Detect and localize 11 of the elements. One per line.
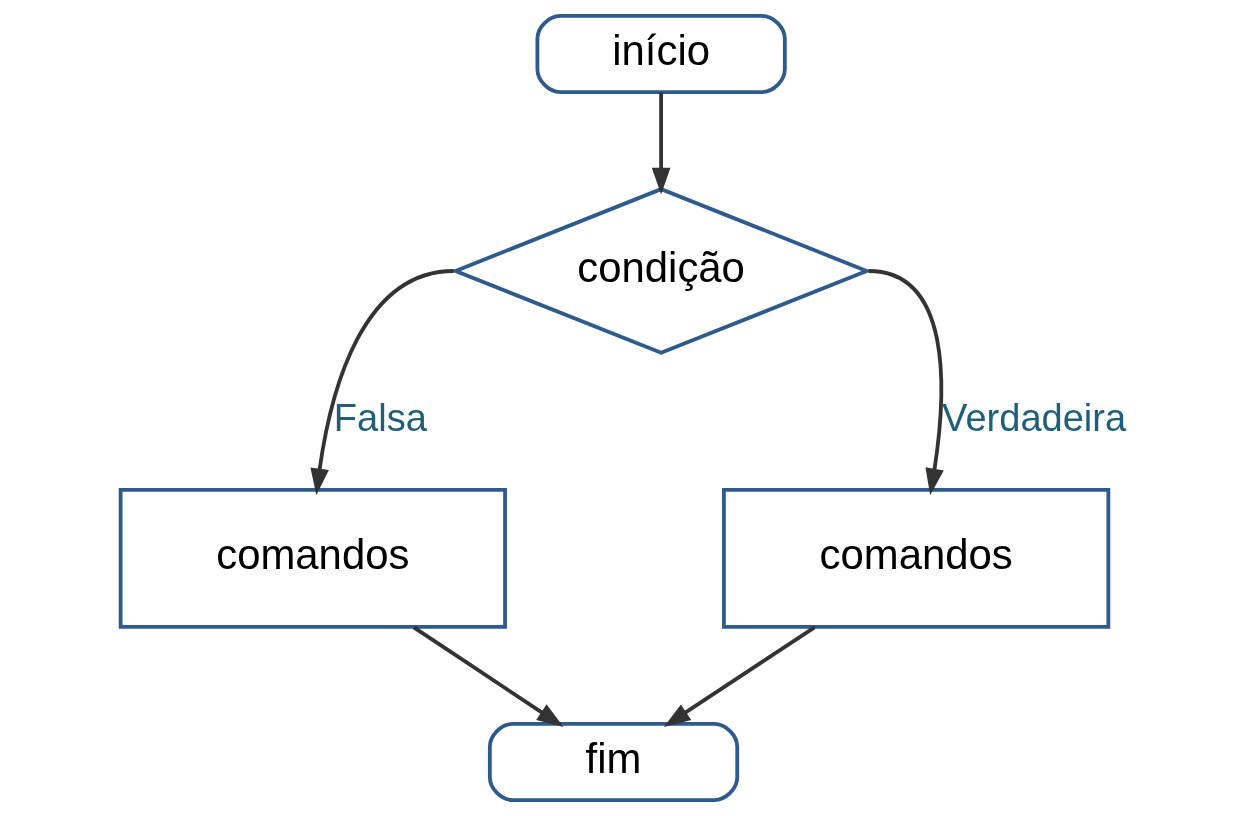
arrow <box>663 625 816 727</box>
arrow <box>868 269 944 496</box>
arrow <box>651 92 671 195</box>
arrow <box>310 269 454 496</box>
node-box: início <box>535 14 787 94</box>
edge-label: Falsa <box>333 396 427 439</box>
edge-label: Verdadeira <box>942 396 1127 439</box>
node-box: comandos <box>722 487 1111 629</box>
node-box: comandos <box>118 487 507 629</box>
arrow <box>412 625 564 727</box>
node-box: fim <box>487 722 740 802</box>
